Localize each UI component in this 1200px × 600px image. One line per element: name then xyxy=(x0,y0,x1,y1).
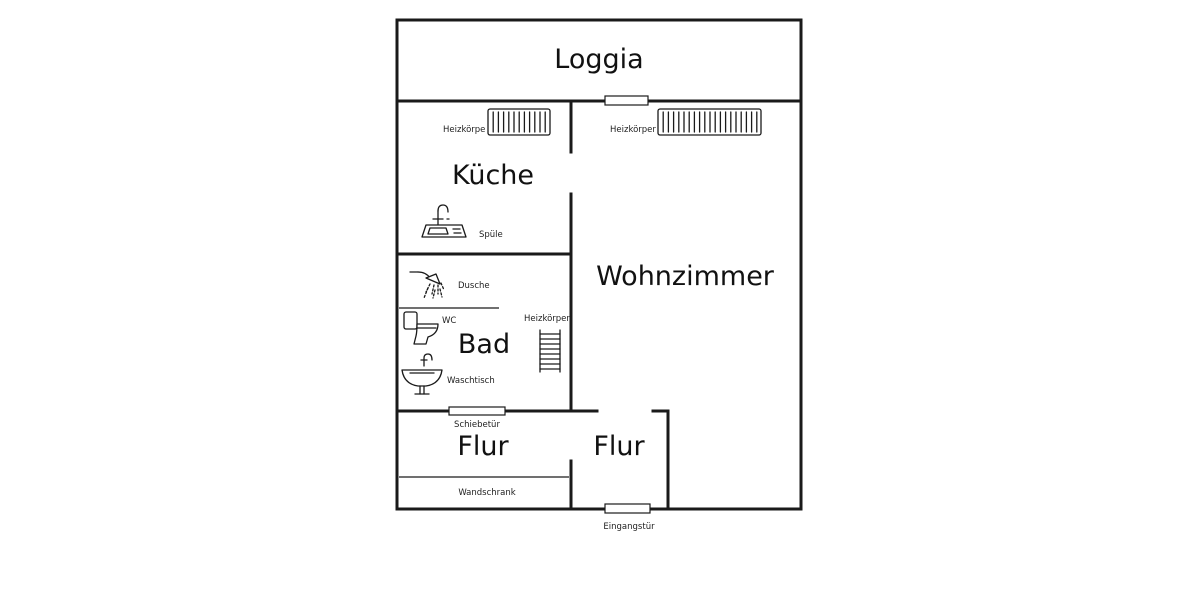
room-label-flur-right: Flur xyxy=(593,431,645,462)
towel-radiator-icon xyxy=(539,329,561,373)
label-eingangstuer: Eingangstür xyxy=(603,522,655,532)
loggia-door xyxy=(604,95,649,106)
entrance-door xyxy=(604,503,651,514)
room-label-kueche: Küche xyxy=(452,160,534,191)
label-heizkoerper-kueche: Heizkörpe xyxy=(443,125,485,135)
kitchen-sink-icon xyxy=(421,204,467,238)
label-heizkoerper-wohnzimmer: Heizkörper xyxy=(610,125,656,135)
sliding-door xyxy=(448,406,506,416)
label-dusche: Dusche xyxy=(458,281,490,291)
walls xyxy=(395,18,803,511)
label-schiebetuer: Schiebetür xyxy=(454,420,500,430)
label-wc: WC xyxy=(442,316,456,326)
toilet-icon xyxy=(403,311,439,345)
room-label-bad: Bad xyxy=(458,329,510,360)
washbasin-icon xyxy=(401,353,443,395)
label-wandschrank: Wandschrank xyxy=(458,488,515,498)
shower-icon xyxy=(409,271,445,299)
radiator-icon xyxy=(657,108,762,136)
room-label-flur-left: Flur xyxy=(457,431,509,462)
radiator-icon xyxy=(487,108,551,136)
label-spuele: Spüle xyxy=(479,230,503,240)
label-heizkoerper-bad: Heizkörper xyxy=(524,314,570,324)
room-label-loggia: Loggia xyxy=(554,44,643,75)
label-waschtisch: Waschtisch xyxy=(447,376,495,386)
room-label-wohnzimmer: Wohnzimmer xyxy=(596,261,775,292)
outer-wall xyxy=(395,18,803,511)
